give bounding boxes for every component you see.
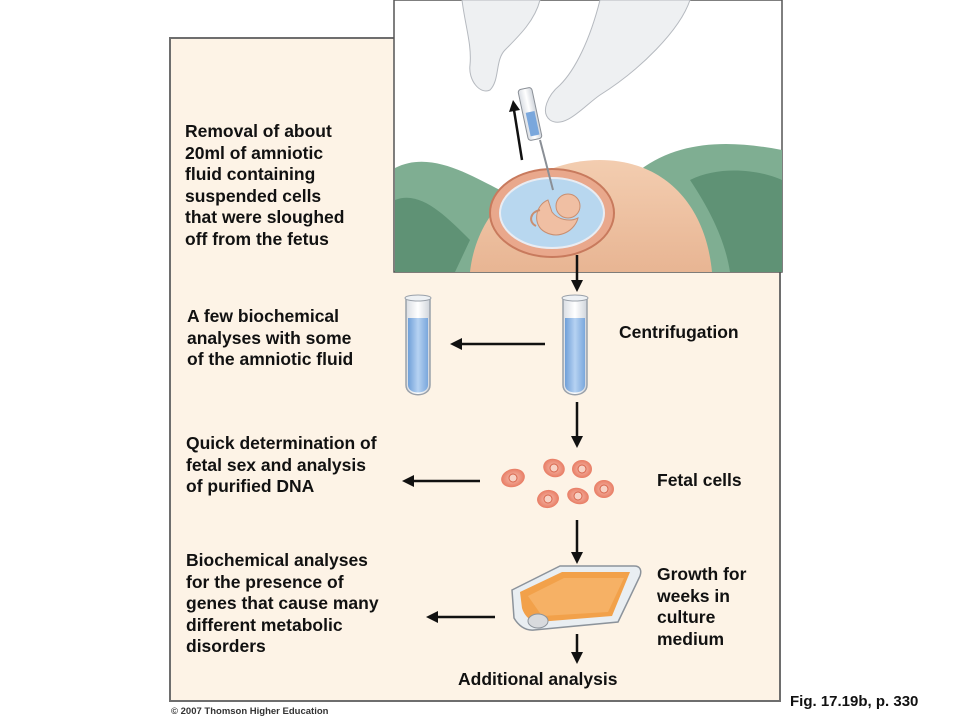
arrow-photo-to-tube [571, 255, 583, 292]
culture-flask-icon [511, 565, 642, 631]
arrow-tube-to-cells [571, 402, 583, 448]
fetus-icon [530, 193, 581, 236]
fetal-sex-dna-label: Quick determination of fetal sex and ana… [186, 433, 377, 496]
metabolic-disorders-label: Biochemical analyses for the presence of… [186, 550, 379, 656]
additional-analysis-label: Additional analysis [458, 669, 618, 689]
fetal-cells-label: Fetal cells [657, 470, 742, 490]
figure-reference: Fig. 17.19b, p. 330 [790, 693, 919, 710]
gloved-hands-icon [461, 0, 691, 123]
copyright-notice: © 2007 Thomson Higher Education [171, 706, 329, 717]
fetal-cell [594, 480, 614, 498]
arrow-tube-to-left [450, 338, 545, 350]
arrow-cells-to-culture [571, 520, 583, 564]
fetal-cell [572, 460, 592, 478]
fetal-cell [501, 468, 525, 488]
arrow-cells-to-left [402, 475, 480, 487]
culture-growth-label: Growth for weeks in culture medium [657, 564, 747, 649]
centrifugation-label: Centrifugation [619, 322, 739, 342]
fetal-cells-icon [501, 458, 614, 509]
test-tube-centrifuge-icon [561, 294, 589, 396]
syringe-icon [517, 87, 543, 141]
fetal-cell [543, 458, 565, 478]
biochemical-analyses-fluid-label: A few biochemical analyses with some of … [187, 306, 354, 369]
arrow-culture-to-left [426, 611, 495, 623]
test-tube-left-icon [404, 294, 432, 396]
removal-label: Removal of about 20ml of amniotic fluid … [185, 121, 345, 249]
amniocentesis-illustration [393, 0, 783, 273]
fetal-cell [567, 487, 589, 505]
arrow-culture-to-additional [571, 634, 583, 664]
fetal-cell [537, 489, 559, 509]
